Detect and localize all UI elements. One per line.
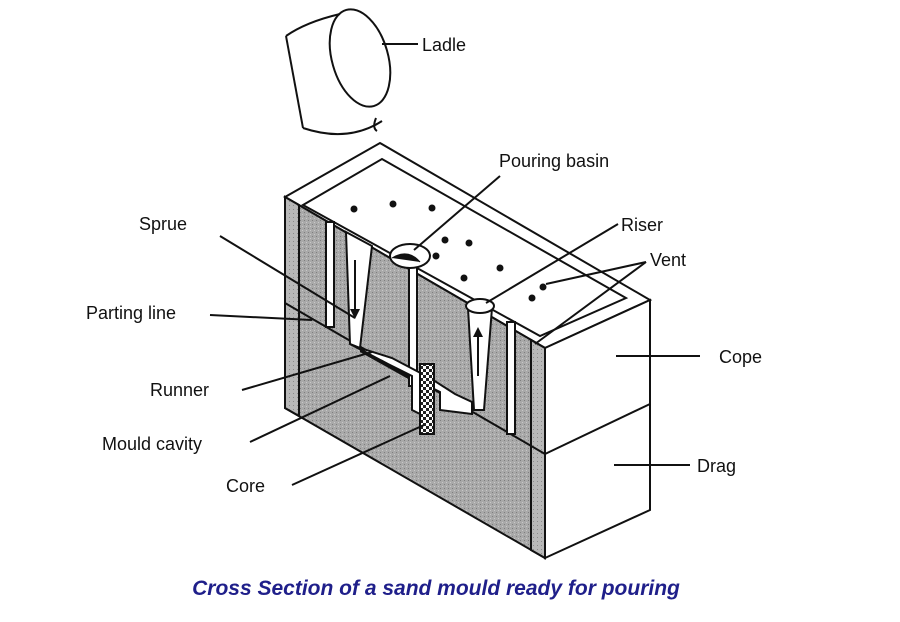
leader-lines xyxy=(209,43,700,486)
label-sprue: Sprue xyxy=(139,214,187,234)
vent-holes xyxy=(350,200,547,302)
ladle-illustration xyxy=(285,8,392,136)
diagram-caption: Cross Section of a sand mould ready for … xyxy=(192,577,680,600)
label-drag: Drag xyxy=(697,456,736,476)
label-riser: Riser xyxy=(621,215,663,235)
mould-interior xyxy=(325,221,516,435)
label-core: Core xyxy=(226,476,265,496)
label-pouring-basin: Pouring basin xyxy=(499,151,609,171)
label-runner: Runner xyxy=(150,380,209,400)
label-parting-line: Parting line xyxy=(86,303,176,323)
label-cope: Cope xyxy=(719,347,762,367)
labels: Ladle Pouring basin Sprue Riser Vent Par… xyxy=(86,35,762,496)
label-ladle: Ladle xyxy=(422,35,466,55)
label-vent: Vent xyxy=(650,250,686,270)
label-mould-cavity: Mould cavity xyxy=(102,434,202,454)
